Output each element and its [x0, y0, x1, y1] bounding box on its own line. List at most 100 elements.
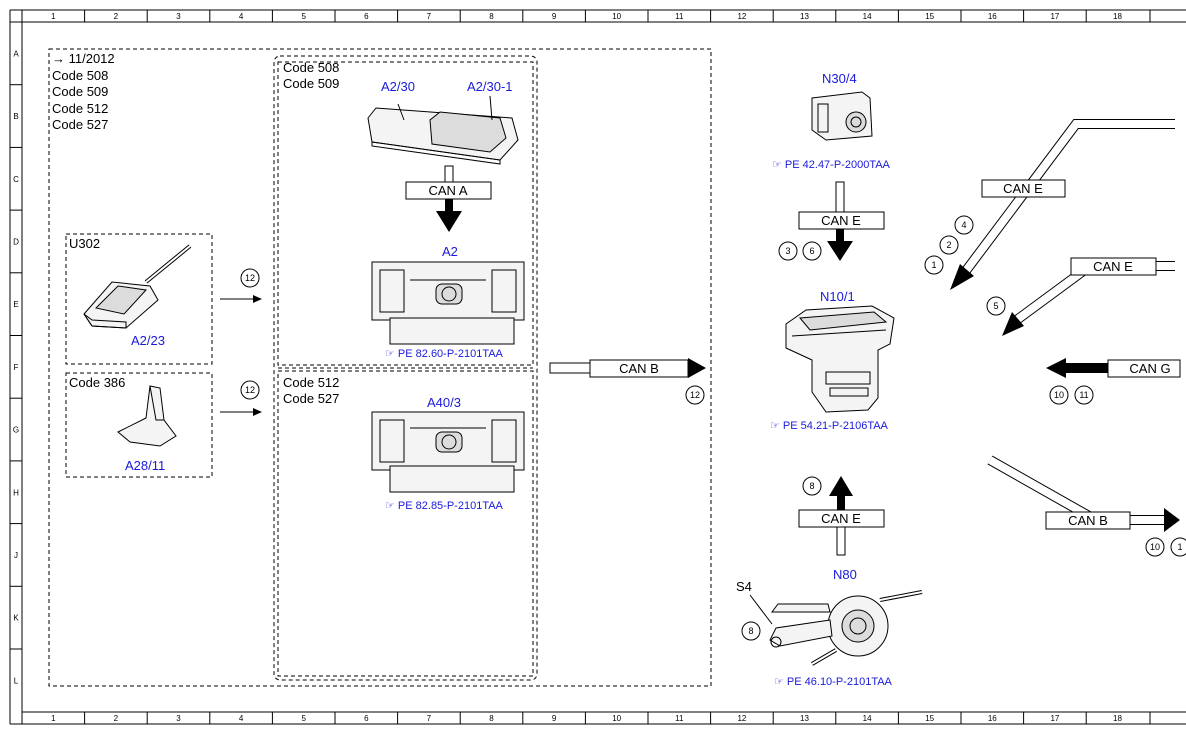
circle-1-b: 1	[1170, 537, 1186, 557]
svg-text:8: 8	[809, 481, 814, 491]
grid-column-label: 3	[176, 714, 181, 723]
circle-12-b: 12	[240, 380, 260, 400]
circle-12-c: 12	[685, 385, 705, 405]
grid-row-label: H	[13, 488, 19, 497]
svg-text:12: 12	[690, 390, 700, 400]
circle-10-a: 10	[1049, 385, 1069, 405]
grid-column-label: 14	[863, 12, 872, 21]
steering-column-module-icon	[769, 590, 923, 666]
grid-row-label: D	[13, 237, 19, 246]
circle-4: 4	[954, 215, 974, 235]
header-code-509: Code 509	[52, 84, 108, 99]
grid-column-label: 1	[51, 714, 56, 723]
circle-8-a: 8	[802, 476, 822, 496]
head-unit-a40-icon	[371, 411, 525, 493]
head-unit-a2-label: A2	[442, 244, 458, 259]
circle-8-b: 8	[741, 621, 761, 641]
svg-text:1: 1	[931, 260, 936, 270]
grid-column-label: 17	[1050, 714, 1059, 723]
grid-column-label: 7	[427, 12, 432, 21]
grid-column-label: 4	[239, 12, 244, 21]
can-b-main-label: CAN B	[619, 361, 659, 376]
grid-column-label: 9	[552, 714, 557, 723]
camera-label: N30/4	[822, 71, 857, 86]
head-unit-a2-icon	[371, 261, 525, 345]
grid-column-label: 8	[489, 12, 494, 21]
circle-5: 5	[986, 296, 1006, 316]
grid-column-label: 10	[612, 12, 621, 21]
svg-text:12: 12	[245, 273, 255, 283]
camera-icon	[811, 91, 873, 141]
svg-text:5: 5	[993, 301, 998, 311]
upper-code-508: Code 508	[283, 60, 339, 75]
grid-column-label: 18	[1113, 714, 1122, 723]
svg-text:4: 4	[961, 220, 966, 230]
header-code-527: Code 527	[52, 117, 108, 132]
svg-text:6: 6	[809, 246, 814, 256]
drive-b-label: A2/30-1	[467, 79, 513, 94]
antenna-module-icon	[83, 244, 192, 329]
grid-column-label: 14	[863, 714, 872, 723]
grid-column-label: 4	[239, 714, 244, 723]
circle-3: 3	[778, 241, 798, 261]
lower-code-527: Code 527	[283, 391, 339, 406]
grid-column-label: 17	[1050, 12, 1059, 21]
sam-ref: ☞ PE 54.21-P-2106TAA	[770, 420, 889, 432]
grid-column-label: 6	[364, 714, 369, 723]
grid-column-label: 15	[925, 714, 934, 723]
camera-ref: ☞ PE 42.47-P-2000TAA	[772, 159, 891, 171]
grid-column-label: 12	[737, 714, 746, 723]
lower-ref: ☞ PE 82.85-P-2101TAA	[385, 500, 504, 512]
antenna-signal-arrow-1	[220, 295, 262, 303]
can-g-line: CAN G	[1046, 358, 1181, 378]
date-note: → 11/2012	[52, 51, 115, 66]
antenna-fin-label: A28/11	[125, 458, 165, 473]
grid-column-label: 9	[552, 12, 557, 21]
can-b-main-connection: CAN B	[549, 358, 706, 378]
header-code-512: Code 512	[52, 101, 108, 116]
antenna-label: A2/23	[131, 333, 165, 348]
sam-module-icon	[785, 305, 895, 413]
can-b-right-line: CAN B	[987, 455, 1180, 532]
grid-row-label: F	[14, 363, 19, 372]
antenna-fin-box-title: Code 386	[69, 375, 125, 390]
grid-column-label: 11	[675, 714, 684, 723]
grid-column-label: 8	[489, 714, 494, 723]
grid-row-label: L	[14, 676, 19, 685]
grid-frame	[9, 9, 1186, 725]
circle-2: 2	[939, 235, 959, 255]
switch-s4-label: S4	[736, 579, 752, 594]
can-e-top-line: CAN E	[950, 119, 1175, 290]
steering-ref: ☞ PE 46.10-P-2101TAA	[774, 676, 893, 688]
antenna-signal-arrow-2	[220, 408, 262, 416]
camera-can-e-connection: CAN E	[798, 181, 885, 261]
grid-column-label: 7	[427, 714, 432, 723]
antenna-box	[65, 233, 213, 365]
svg-text:8: 8	[748, 626, 753, 636]
header-code-508: Code 508	[52, 68, 108, 83]
grid-column-label: 5	[301, 714, 306, 723]
upper-code-509: Code 509	[283, 76, 339, 91]
grid-row-label: K	[13, 614, 19, 623]
grid-column-label: 2	[114, 714, 119, 723]
grid-row-label: A	[13, 49, 19, 58]
can-e-top-label: CAN E	[1003, 181, 1043, 196]
grid-row-label: E	[13, 300, 18, 309]
svg-text:2: 2	[946, 240, 951, 250]
grid-column-label: 5	[301, 12, 306, 21]
switch-s4-leader	[749, 594, 773, 625]
circle-10-b: 10	[1145, 537, 1165, 557]
grid-column-label: 13	[800, 714, 809, 723]
circle-12-a: 12	[240, 268, 260, 288]
grid-column-label: 3	[176, 12, 181, 21]
antenna-box-title: U302	[69, 236, 100, 251]
can-a-connection: CAN A	[405, 165, 492, 232]
grid-row-label: C	[13, 175, 19, 184]
grid-column-label: 11	[675, 12, 684, 21]
lower-code-512: Code 512	[283, 375, 339, 390]
media-drive-icon	[367, 95, 519, 165]
camera-can-label: CAN E	[821, 213, 861, 228]
circle-1: 1	[924, 255, 944, 275]
can-a-label: CAN A	[428, 183, 467, 198]
